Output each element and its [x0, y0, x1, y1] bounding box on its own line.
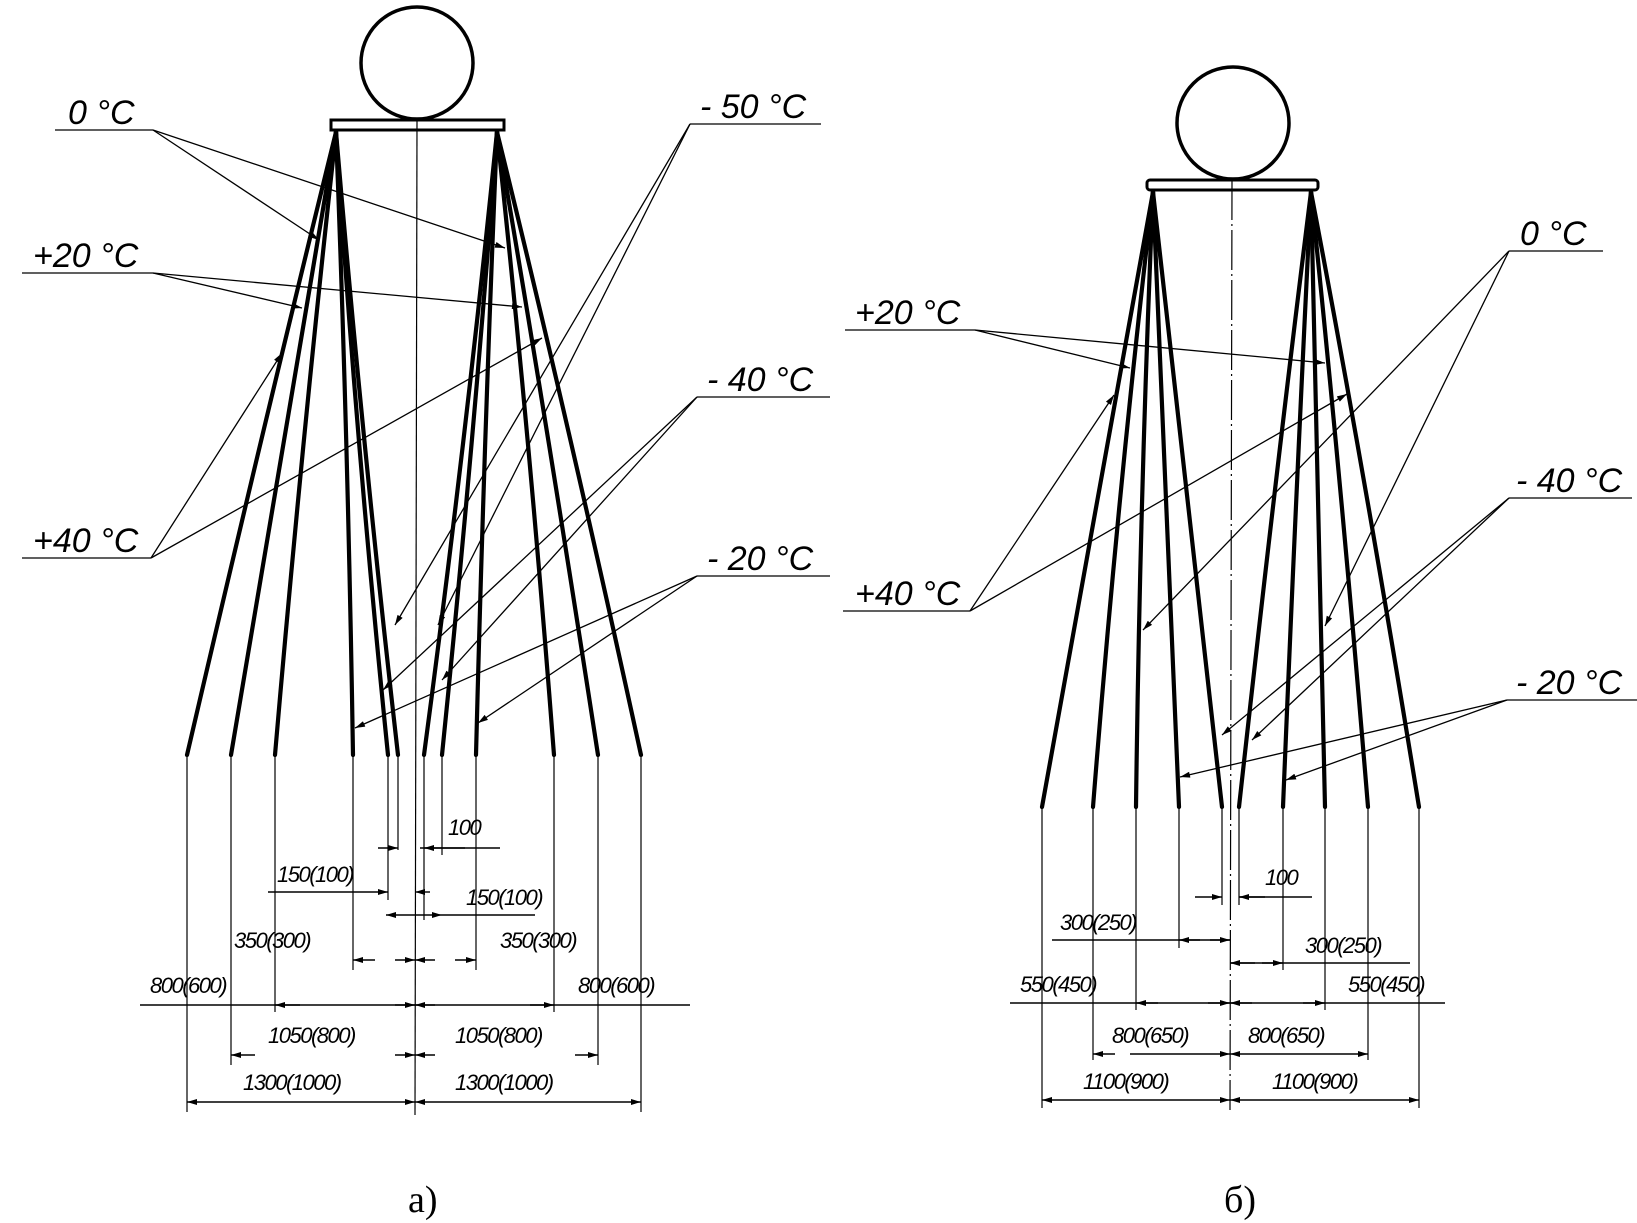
dim-1300-right-a: 1300(1000)	[455, 1070, 554, 1095]
svg-text:+40 °C: +40 °C	[33, 522, 139, 560]
rod	[1308, 189, 1422, 810]
svg-text:- 20 °C: - 20 °C	[707, 540, 814, 578]
temp-label-minus40-a: - 40 °C	[382, 361, 830, 691]
svg-text:+20 °C: +20 °C	[855, 294, 961, 332]
dim-300-right-b: 300(250)	[1305, 933, 1382, 958]
rods-left-a	[184, 129, 401, 758]
rods-right-b	[1236, 189, 1422, 810]
dim-800-right-b: 800(650)	[1248, 1023, 1325, 1048]
rod	[1150, 189, 1225, 810]
rod	[333, 129, 401, 758]
rods-left-b	[1039, 189, 1225, 810]
panel-a: 100 150(100) 150(100) 350(300) 350(300) …	[22, 5, 830, 1221]
rod	[184, 129, 339, 758]
dim-300-left-b: 300(250)	[1060, 910, 1137, 935]
dim-1100-right-b: 1100(900)	[1272, 1069, 1358, 1094]
rod	[494, 129, 644, 758]
conductor-circle-b	[1175, 65, 1291, 181]
dim-1050-left-a: 1050(800)	[268, 1023, 356, 1048]
temp-label-plus20-a: +20 °C	[22, 237, 523, 310]
rod	[1090, 189, 1156, 810]
rod	[1133, 189, 1156, 810]
extension-lines-b	[1041, 809, 1420, 1108]
rod	[1236, 189, 1314, 810]
dimension-lines-b	[1010, 894, 1445, 1103]
temp-label-minus40-b: - 40 °C	[1221, 462, 1632, 741]
extension-lines-a	[186, 757, 642, 1112]
svg-text:- 20 °C: - 20 °C	[1516, 664, 1623, 702]
temp-label-minus20-a: - 20 °C	[354, 540, 830, 729]
dim-350-right-a: 350(300)	[500, 928, 577, 953]
rod	[333, 129, 356, 758]
centerline-a	[414, 119, 418, 1116]
svg-text:+20 °C: +20 °C	[33, 237, 139, 275]
dim-100-b: 100	[1265, 865, 1299, 890]
rod	[1280, 189, 1314, 810]
svg-text:- 50 °C: - 50 °C	[700, 88, 807, 126]
rod	[494, 129, 601, 758]
dim-1100-left-b: 1100(900)	[1083, 1069, 1169, 1094]
svg-text:0 °C: 0 °C	[1520, 215, 1587, 253]
dim-550-left-b: 550(450)	[1020, 972, 1097, 997]
centerline-b	[1229, 179, 1233, 1111]
dim-1050-right-a: 1050(800)	[455, 1023, 543, 1048]
dim-150-right-a: 150(100)	[466, 885, 543, 910]
dim-800-left-a: 800(600)	[150, 973, 227, 998]
rod	[421, 129, 500, 758]
svg-text:- 40 °C: - 40 °C	[707, 361, 814, 399]
temp-label-plus20-b: +20 °C	[845, 294, 1326, 369]
rod	[439, 129, 500, 758]
temp-label-0c-b: 0 °C	[1142, 215, 1603, 631]
temp-label-plus40-a: +40 °C	[22, 337, 543, 560]
conductor-circle-a	[359, 5, 475, 121]
dimension-lines-a	[140, 845, 690, 1105]
rod	[1308, 189, 1328, 810]
caption-b: б)	[1224, 1179, 1256, 1221]
rod	[1039, 189, 1156, 810]
dim-150-left-a: 150(100)	[277, 862, 354, 887]
svg-text:- 40 °C: - 40 °C	[1516, 462, 1623, 500]
rod	[473, 129, 500, 758]
temp-label-minus50-a: - 50 °C	[394, 88, 821, 626]
dim-800-right-a: 800(600)	[578, 973, 655, 998]
rod	[1308, 189, 1371, 810]
svg-text:+40 °C: +40 °C	[855, 575, 961, 613]
rod	[272, 129, 339, 758]
dim-800-left-b: 800(650)	[1112, 1023, 1189, 1048]
rods-right-a	[421, 129, 644, 758]
caption-a: а)	[408, 1179, 438, 1221]
temp-label-minus20-b: - 20 °C	[1179, 664, 1637, 781]
dim-550-right-b: 550(450)	[1348, 972, 1425, 997]
temp-label-plus40-b: +40 °C	[843, 393, 1348, 613]
rod	[1150, 189, 1182, 810]
dim-1300-left-a: 1300(1000)	[243, 1070, 342, 1095]
dim-100-a: 100	[448, 815, 482, 840]
rod	[228, 129, 339, 758]
panel-b: 100 300(250) 300(250) 550(450) 550(450) …	[843, 65, 1637, 1221]
temp-label-0c-a: 0 °C	[55, 94, 506, 249]
svg-text:0 °C: 0 °C	[68, 94, 135, 132]
dim-350-left-a: 350(300)	[234, 928, 311, 953]
rod	[494, 129, 557, 758]
